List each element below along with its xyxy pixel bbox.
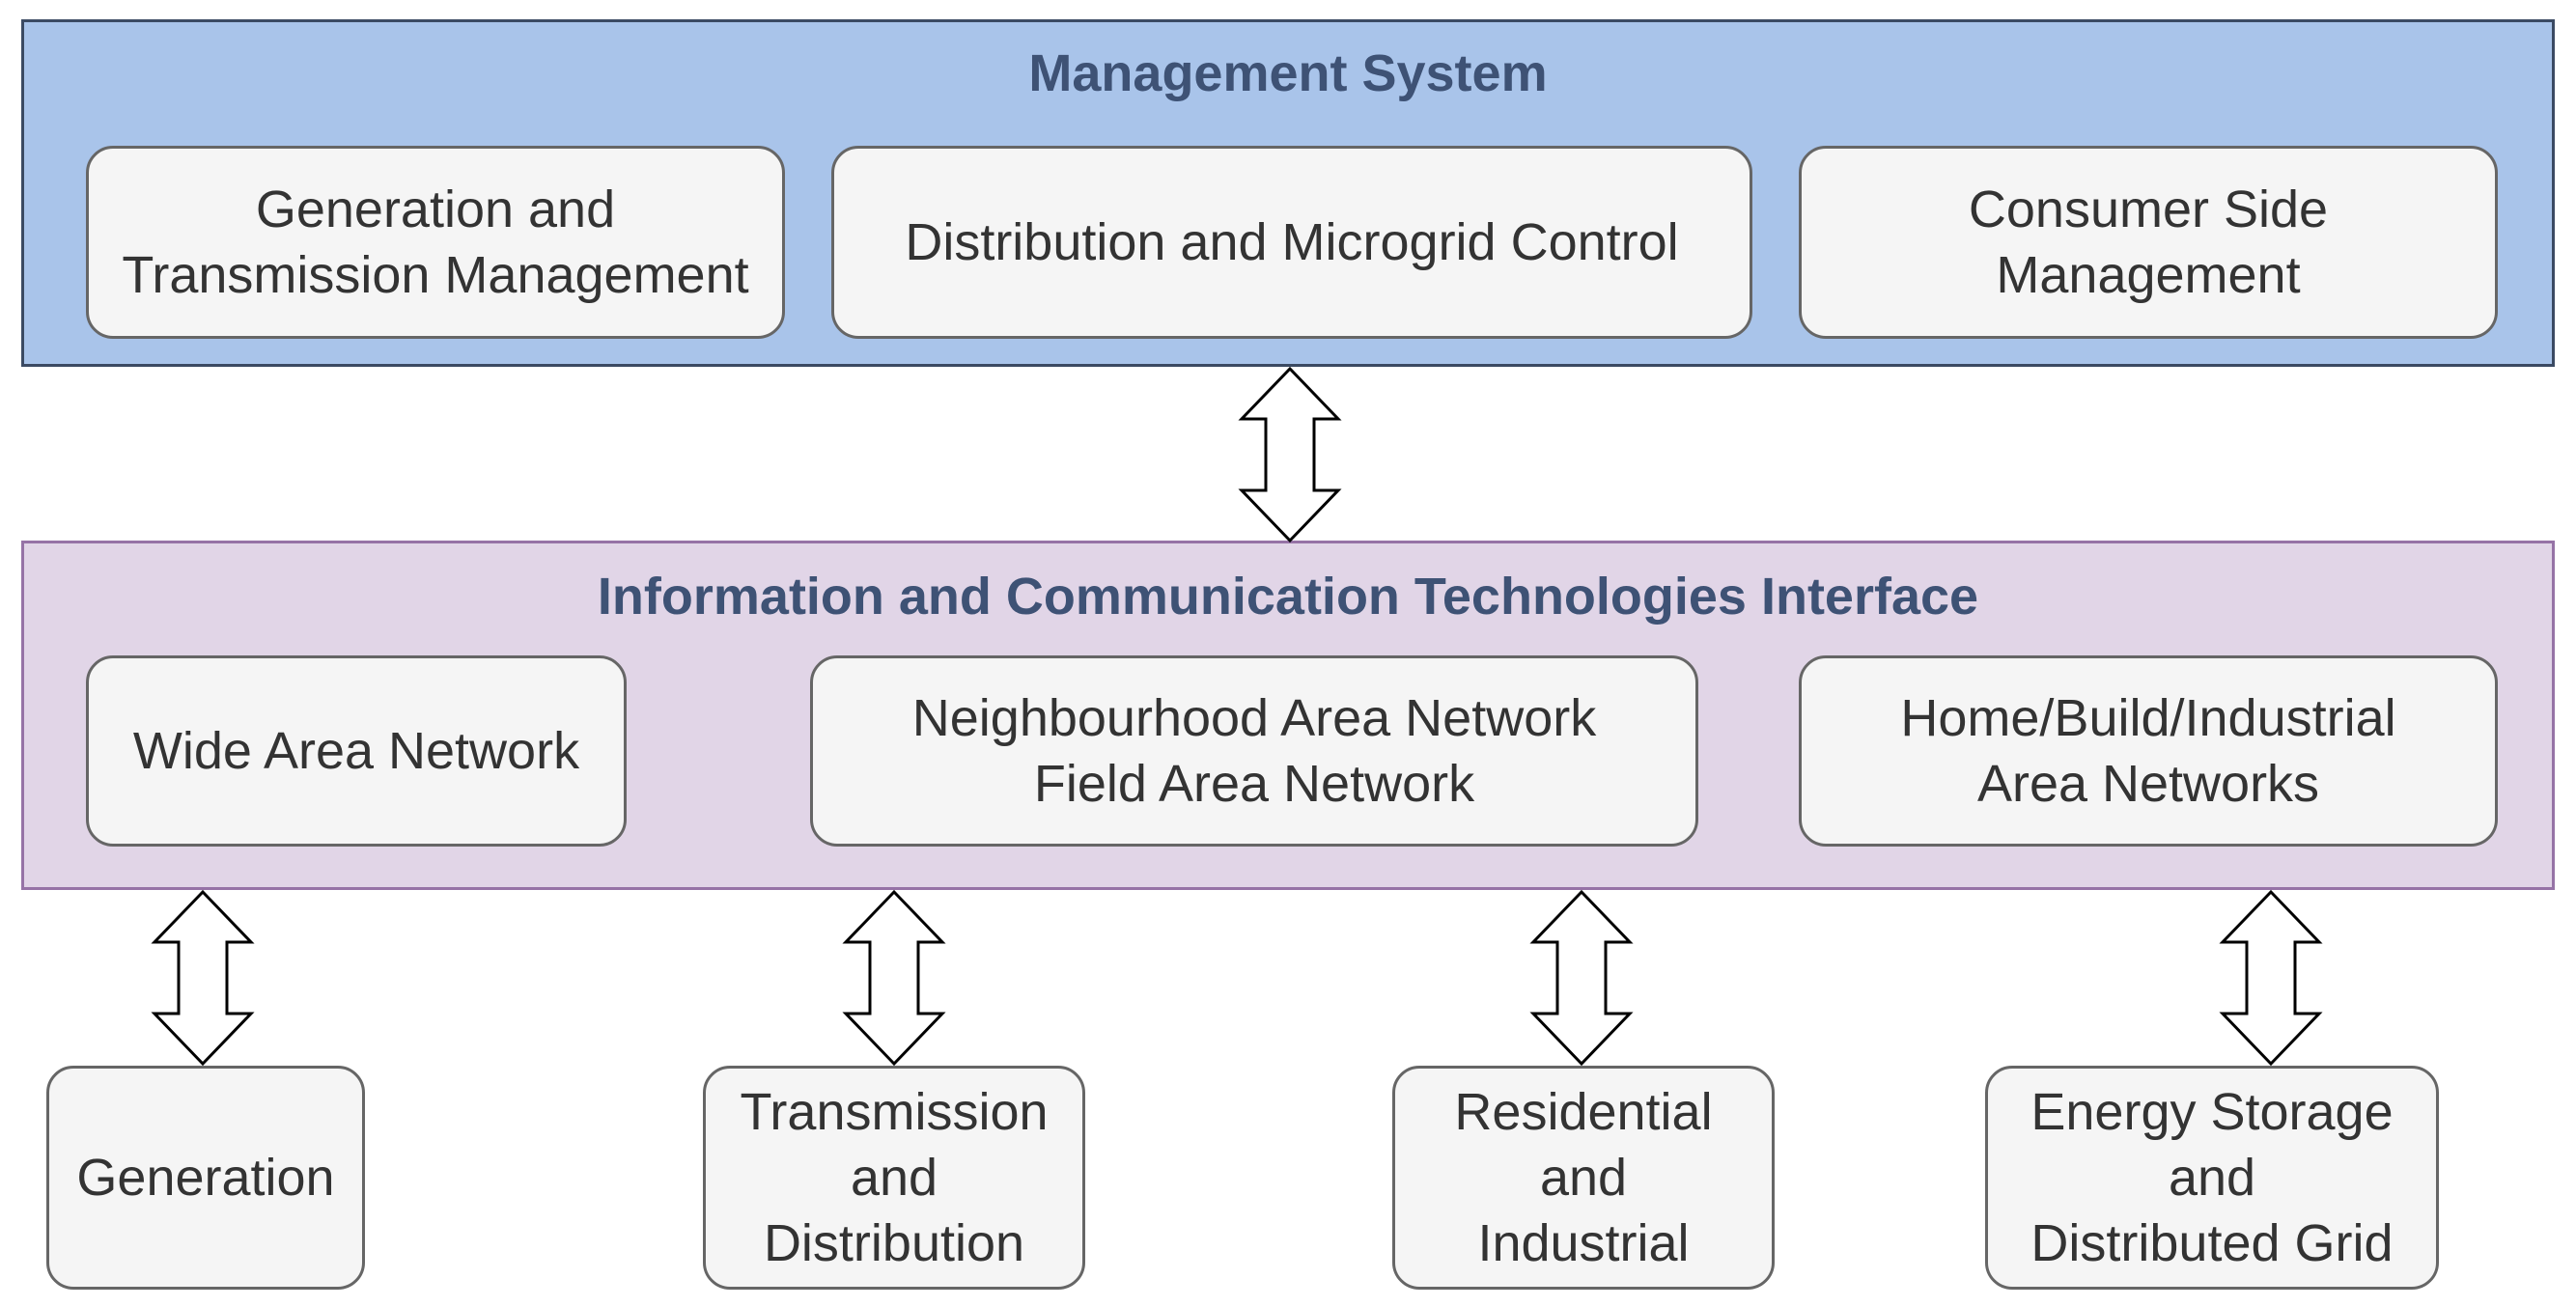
box-label: Wide Area Network	[132, 722, 580, 780]
ict-interface-layer: Information and Communication Technologi…	[21, 541, 2555, 890]
consumer-side-management-box: Consumer Side Management	[1799, 146, 2498, 339]
box-label: Neighbourhood Area Network Field Area Ne…	[911, 689, 1597, 813]
wide-area-network-box: Wide Area Network	[86, 655, 627, 847]
management-system-title: Management System	[1028, 44, 1548, 102]
box-label: Transmission and Distribution	[740, 1083, 1049, 1272]
box-label: Distribution and Microgrid Control	[905, 213, 1679, 271]
residential-industrial-domain-box: Residential and Industrial	[1392, 1066, 1775, 1290]
box-label: Generation	[76, 1149, 335, 1207]
management-system-layer: Management System Generation and Transmi…	[21, 19, 2555, 367]
neighbourhood-field-area-network-box: Neighbourhood Area Network Field Area Ne…	[810, 655, 1698, 847]
box-label: Residential and Industrial	[1454, 1083, 1713, 1272]
ict-interface-title: Information and Communication Technologi…	[597, 568, 1979, 626]
energy-storage-distributed-grid-domain-box: Energy Storage and Distributed Grid	[1985, 1066, 2439, 1290]
home-build-industrial-networks-box: Home/Build/Industrial Area Networks	[1799, 655, 2498, 847]
energy-storage-link-double-arrow-icon	[2219, 889, 2323, 1067]
transmission-distribution-domain-box: Transmission and Distribution	[703, 1066, 1085, 1290]
transmission-link-double-arrow-icon	[842, 889, 946, 1067]
management-ict-double-arrow-icon	[1238, 366, 1342, 543]
residential-link-double-arrow-icon	[1529, 889, 1634, 1067]
generation-transmission-management-box: Generation and Transmission Management	[86, 146, 785, 339]
box-label: Energy Storage and Distributed Grid	[2030, 1083, 2394, 1272]
distribution-microgrid-control-box: Distribution and Microgrid Control	[831, 146, 1752, 339]
box-label: Generation and Transmission Management	[122, 181, 749, 304]
box-label: Consumer Side Management	[1968, 181, 2329, 304]
box-label: Home/Build/Industrial Area Networks	[1900, 689, 2396, 813]
generation-domain-box: Generation	[46, 1066, 365, 1290]
generation-link-double-arrow-icon	[151, 889, 255, 1067]
